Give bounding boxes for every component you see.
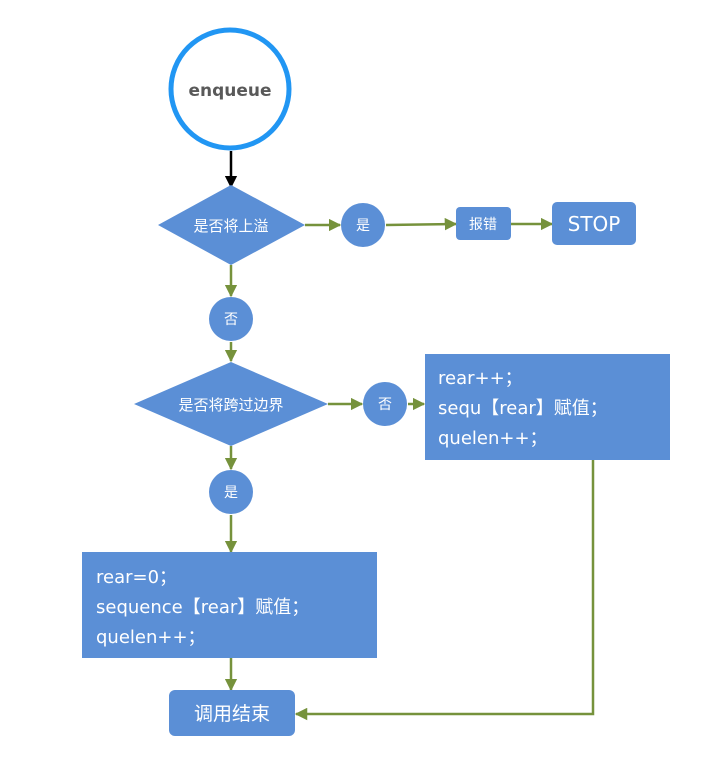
yes-node-1: 是 — [341, 203, 385, 247]
reset-process-node: rear=0； sequence【rear】赋值； quelen++； — [82, 552, 377, 658]
boundary-decision-label: 是否将跨过边界 — [178, 396, 283, 414]
increment-line-1: rear++； — [438, 368, 523, 389]
stop-node: STOP — [552, 202, 636, 245]
connectors — [224, 151, 595, 721]
increment-process-node: rear++； sequ【rear】赋值； quelen++； — [425, 354, 670, 460]
start-node: enqueue — [168, 27, 292, 151]
no-label-2: 否 — [378, 397, 392, 413]
yes-node-2: 是 — [209, 470, 253, 514]
no-label-1: 否 — [224, 312, 238, 328]
reset-line-1: rear=0； — [96, 567, 177, 588]
end-label: 调用结束 — [194, 703, 270, 725]
yes-label-1: 是 — [356, 218, 370, 234]
reset-line-3: quelen++； — [96, 627, 206, 648]
error-node: 报错 — [456, 207, 511, 240]
overflow-decision: 是否将上溢 — [158, 185, 305, 265]
stop-label: STOP — [568, 212, 621, 236]
error-label: 报错 — [469, 217, 497, 233]
boundary-decision: 是否将跨过边界 — [134, 362, 328, 446]
reset-line-2: sequence【rear】赋值； — [96, 597, 309, 618]
overflow-decision-label: 是否将上溢 — [193, 217, 268, 235]
increment-line-3: quelen++； — [438, 428, 548, 449]
start-label: enqueue — [188, 81, 271, 101]
arrow-yes-to-error — [385, 217, 458, 231]
arrow-increment-box-to-end — [294, 459, 595, 721]
no-node-2: 否 — [363, 382, 407, 426]
end-node: 调用结束 — [169, 690, 295, 736]
increment-line-2: sequ【rear】赋值； — [438, 398, 608, 419]
no-node-1: 否 — [209, 297, 253, 341]
yes-label-2: 是 — [224, 485, 238, 501]
